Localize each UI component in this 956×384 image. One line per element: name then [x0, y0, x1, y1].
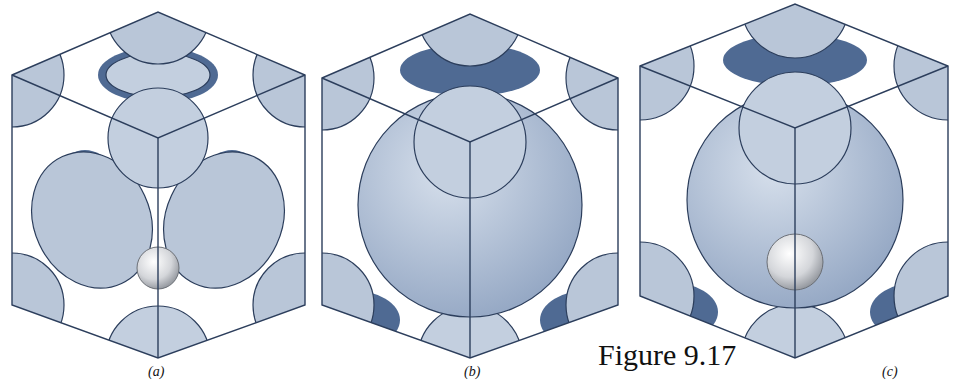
- panel-label: (b): [462, 364, 482, 379]
- panel-label: (c): [880, 364, 900, 379]
- cube-a-edges: [12, 12, 305, 358]
- cube-c-edges: [640, 4, 948, 358]
- cube-c: [586, 0, 956, 384]
- panel-label: (a): [146, 364, 166, 379]
- cube-a: [0, 0, 357, 384]
- cube-b-edges: [322, 14, 618, 358]
- cube-b: [270, 0, 670, 384]
- figure-caption-label: Figure 9.17: [596, 338, 738, 371]
